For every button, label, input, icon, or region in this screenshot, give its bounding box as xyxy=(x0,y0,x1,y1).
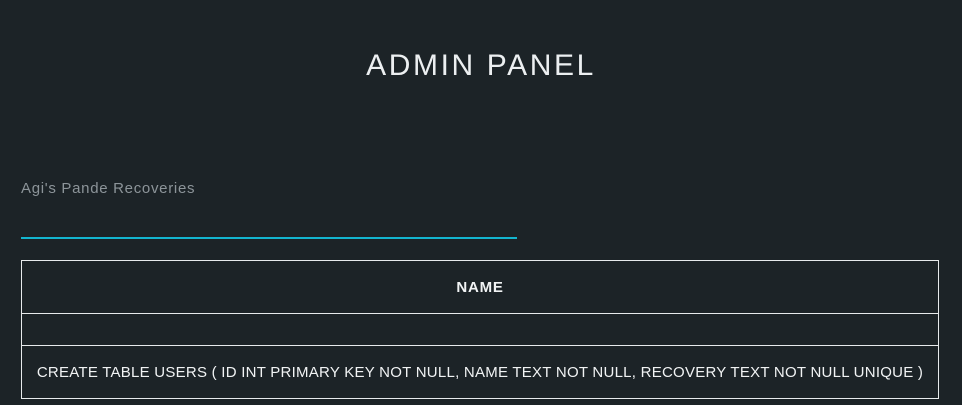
cell-name xyxy=(21,313,939,346)
page-title: ADMIN PANEL xyxy=(366,49,596,83)
table-header-row: NAME xyxy=(21,260,939,314)
table-row[interactable]: CREATE TABLE USERS ( ID INT PRIMARY KEY … xyxy=(21,345,939,399)
recoveries-table: NAME CREATE TABLE USERS ( ID INT PRIMARY… xyxy=(21,260,939,399)
table-body: CREATE TABLE USERS ( ID INT PRIMARY KEY … xyxy=(21,313,939,399)
table-head: NAME xyxy=(21,260,939,314)
table-row[interactable] xyxy=(21,313,939,346)
name-input[interactable] xyxy=(21,202,517,235)
name-input-underline xyxy=(21,237,517,239)
page-header: ADMIN PANEL xyxy=(0,0,962,105)
cell-name: CREATE TABLE USERS ( ID INT PRIMARY KEY … xyxy=(21,345,939,399)
name-field-group: Agi's Pande Recoveries xyxy=(21,178,517,239)
column-header-name: NAME xyxy=(21,260,939,314)
name-field-label: Agi's Pande Recoveries xyxy=(21,180,196,197)
